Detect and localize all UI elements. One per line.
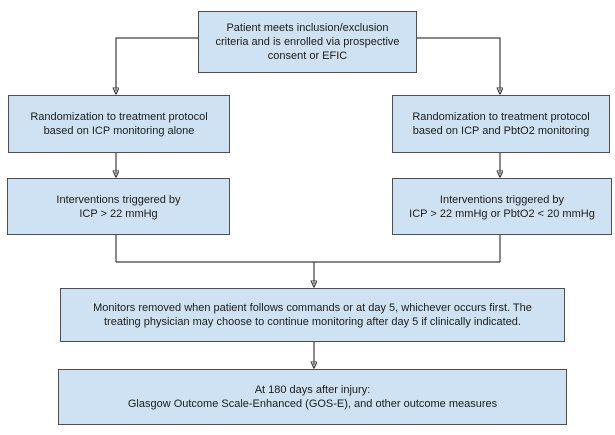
- node-outcomes-180-days: At 180 days after injury: Glasgow Outcom…: [58, 369, 567, 425]
- node-interventions-icp-pbto2-text: Interventions triggered by ICP > 22 mmHg…: [409, 193, 595, 220]
- node-enrollment: Patient meets inclusion/exclusion criter…: [198, 11, 417, 73]
- edge-enrollment-to-rand-icp: [116, 37, 198, 91]
- node-randomization-icp-pbto2-text: Randomization to treatment protocol base…: [412, 111, 590, 137]
- node-interventions-icp-text: Interventions triggered by ICP > 22 mmHg: [56, 193, 181, 220]
- node-monitor-removal-text: Monitors removed when patient follows co…: [93, 302, 532, 328]
- edge-merge-bar: [115, 235, 501, 263]
- node-interventions-icp-pbto2: Interventions triggered by ICP > 22 mmHg…: [392, 178, 612, 235]
- node-enrollment-text: Patient meets inclusion/exclusion criter…: [215, 22, 400, 62]
- node-randomization-icp-alone: Randomization to treatment protocol base…: [8, 95, 230, 153]
- node-interventions-icp: Interventions triggered by ICP > 22 mmHg: [7, 178, 230, 235]
- node-outcomes-180-days-text: At 180 days after injury: Glasgow Outcom…: [127, 384, 498, 410]
- node-monitor-removal: Monitors removed when patient follows co…: [60, 288, 565, 342]
- node-randomization-icp-pbto2: Randomization to treatment protocol base…: [392, 95, 610, 153]
- edge-enrollment-to-rand-icp-pbto2: [417, 37, 500, 91]
- node-randomization-icp-alone-text: Randomization to treatment protocol base…: [30, 111, 208, 137]
